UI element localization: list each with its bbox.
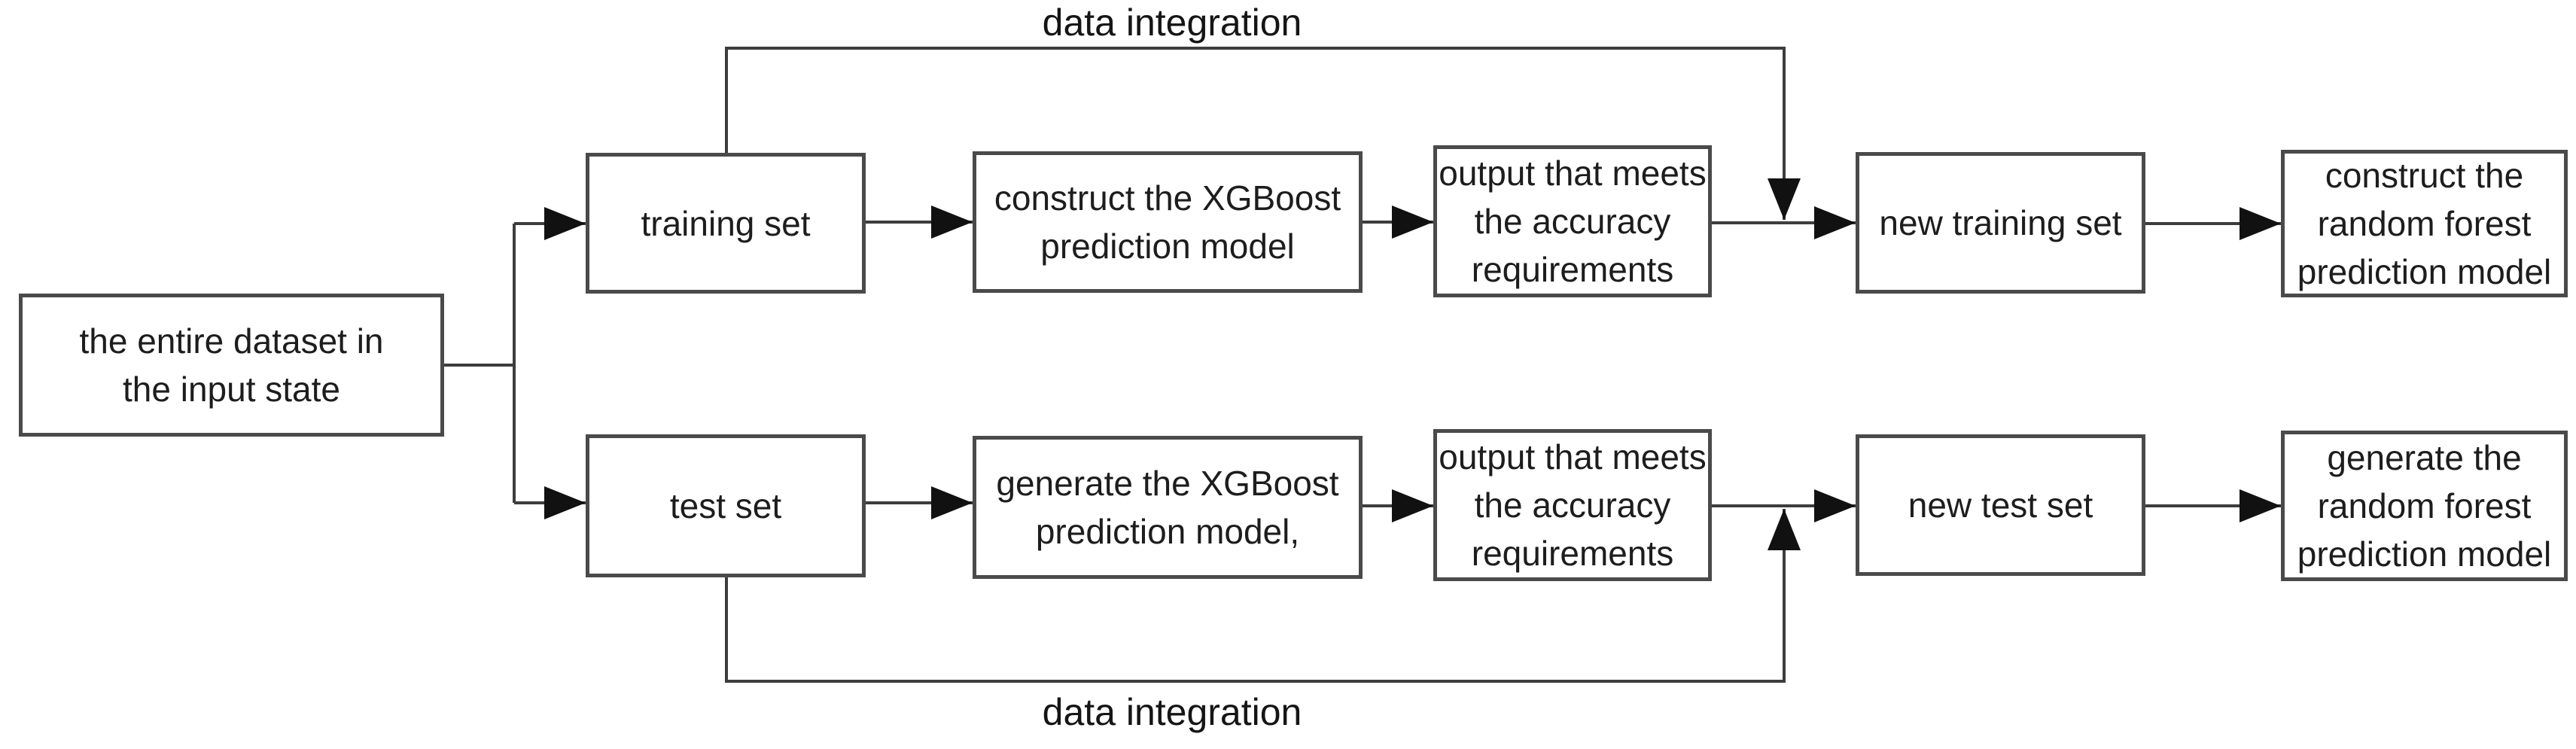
node-entire-dataset: the entire dataset in the input state bbox=[19, 294, 444, 437]
node-output-accuracy-top: output that meets the accuracy requireme… bbox=[1433, 145, 1712, 297]
node-output-accuracy-bottom-line: requirements bbox=[1471, 534, 1674, 573]
node-construct-random-forest: construct the random forest prediction m… bbox=[2281, 150, 2568, 297]
node-output-accuracy-top-line: output that meets bbox=[1439, 154, 1707, 193]
data-integration-label-top: data integration bbox=[1042, 2, 1302, 44]
node-construct-xgboost-line: prediction model bbox=[1040, 227, 1295, 266]
node-new-test-set: new test set bbox=[1856, 434, 2145, 576]
node-entire-dataset-line: the entire dataset in bbox=[79, 321, 384, 361]
node-generate-random-forest-line: generate the bbox=[2327, 438, 2522, 477]
node-construct-xgboost-line: construct the XGBoost bbox=[994, 178, 1341, 218]
node-generate-random-forest-line: random forest bbox=[2317, 486, 2532, 525]
node-test-set: test set bbox=[586, 434, 866, 577]
node-generate-xgboost-line: generate the XGBoost bbox=[996, 464, 1339, 503]
node-construct-random-forest-line: construct the bbox=[2325, 156, 2524, 195]
node-generate-random-forest: generate the random forest prediction mo… bbox=[2281, 431, 2568, 581]
node-output-accuracy-bottom-line: output that meets bbox=[1439, 437, 1707, 476]
node-generate-xgboost: generate the XGBoost prediction model, bbox=[973, 436, 1363, 579]
node-construct-xgboost: construct the XGBoost prediction model bbox=[973, 151, 1363, 293]
connector-data-integration-top bbox=[725, 47, 1801, 220]
node-output-accuracy-top-line: the accuracy bbox=[1474, 202, 1671, 241]
node-construct-random-forest-line: random forest bbox=[2317, 204, 2532, 243]
node-output-accuracy-top-line: requirements bbox=[1471, 250, 1674, 289]
node-generate-random-forest-line: prediction model bbox=[2297, 534, 2552, 574]
node-new-test-set-line: new test set bbox=[1908, 486, 2093, 525]
node-training-set: training set bbox=[586, 153, 866, 294]
node-test-set-line: test set bbox=[669, 486, 782, 525]
node-entire-dataset-line: the input state bbox=[123, 370, 340, 409]
node-output-accuracy-bottom: output that meets the accuracy requireme… bbox=[1433, 429, 1712, 581]
node-construct-random-forest-line: prediction model bbox=[2297, 252, 2552, 291]
node-new-training-set: new training set bbox=[1856, 152, 2145, 294]
node-training-set-line: training set bbox=[641, 203, 811, 243]
node-generate-xgboost-line: prediction model, bbox=[1035, 512, 1300, 551]
data-integration-label-bottom: data integration bbox=[1042, 691, 1302, 733]
connector-data-integration-bottom bbox=[725, 509, 1801, 683]
node-output-accuracy-bottom-line: the accuracy bbox=[1474, 486, 1671, 525]
node-new-training-set-line: new training set bbox=[1879, 203, 2122, 242]
